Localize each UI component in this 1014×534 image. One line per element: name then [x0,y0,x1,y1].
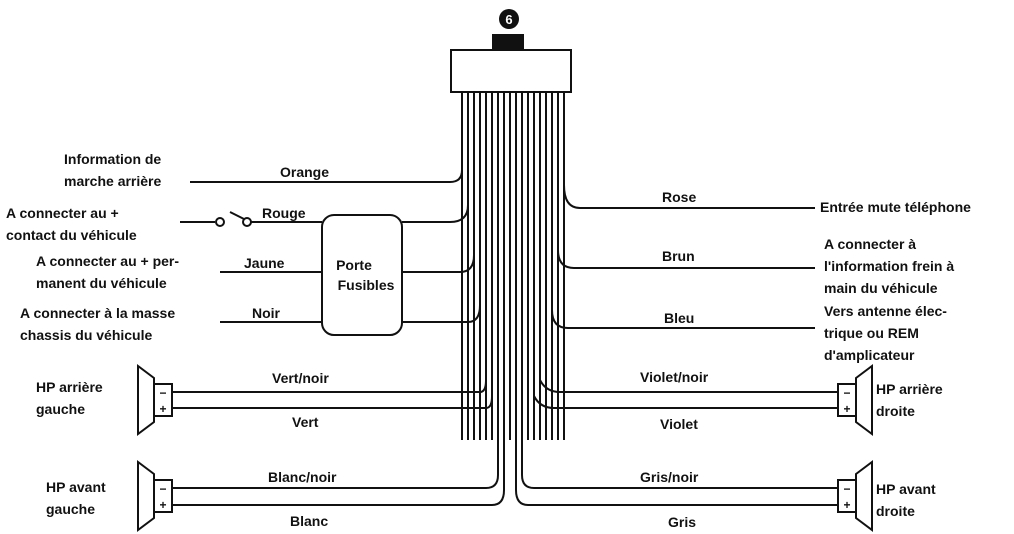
wire-label-green-black: Vert/noir [272,370,329,386]
wire-label-green: Vert [292,414,319,430]
wire-label-brown: Brun [662,248,695,264]
antenna-label-2: trique ou REM [824,325,919,341]
wire-violet-black [539,379,838,393]
wire-grey-black [521,440,838,489]
rear-right-label-1: HP arrière [876,381,943,397]
reverse-label-2: marche arrière [64,173,162,189]
terminal-plus: + [843,498,850,512]
speaker-rear-right-icon: − + [837,364,873,436]
wire-label-blue: Bleu [664,310,694,326]
wire-grey [515,440,838,506]
terminal-minus: − [843,386,850,400]
acc-label-1: A connecter au + [6,205,119,221]
fuse-box-label-1: Porte [336,257,372,273]
fuse-to-harness-red [402,204,469,223]
switch-contact-b [242,217,252,227]
front-right-label-2: droite [876,503,915,519]
wire-label-grey: Gris [668,514,696,530]
wire-pink [563,184,815,209]
terminal-minus: − [843,482,850,496]
battery-label-1: A connecter au + per- [36,253,179,269]
speaker-front-left-icon: − + [137,460,173,532]
wire-label-white: Blanc [290,513,328,529]
ground-label-1: A connecter à la masse [20,305,175,321]
fuse-box-label-2: Fusibles [338,277,395,293]
rear-left-label-1: HP arrière [36,379,103,395]
wire-green [172,395,493,409]
wire-label-pink: Rose [662,189,696,205]
wire-label-violet-black: Violet/noir [640,369,709,385]
battery-label-2: manent du véhicule [36,275,167,291]
wire-label-yellow: Jaune [244,255,285,271]
fuse-to-harness-yellow [402,254,475,273]
speaker-rear-left-icon: − + [137,364,173,436]
wire-label-black: Noir [252,305,281,321]
terminal-minus: − [159,482,166,496]
wire-label-white-black: Blanc/noir [268,469,337,485]
fuse-box [321,214,403,336]
wire-label-red: Rouge [262,205,306,221]
mute-label: Entrée mute téléphone [820,199,971,215]
harness-bundle [461,92,565,440]
terminal-plus: + [843,402,850,416]
switch-contact-a [215,217,225,227]
antenna-label-1: Vers antenne élec- [824,303,947,319]
fuse-to-harness-black [402,304,481,323]
connector-tab [492,34,524,50]
connector-number-badge [499,9,519,29]
reverse-label-1: Information de [64,151,161,167]
terminal-plus: + [159,402,166,416]
rear-left-label-2: gauche [36,401,85,417]
brake-label-3: main du véhicule [824,280,938,296]
connector: 6 [450,9,572,93]
wire-violet [533,395,838,409]
wire-blue [551,309,815,329]
wire-label-orange: Orange [280,164,329,180]
wire-label-violet: Violet [660,416,698,432]
ground-label-2: chassis du véhicule [20,327,152,343]
brake-label-2: l'information frein à [824,258,954,274]
terminal-minus: − [159,386,166,400]
wire-green-black [172,379,487,393]
connector-body [450,49,572,93]
wire-orange [190,150,463,183]
front-left-label-1: HP avant [46,479,106,495]
wire-white [172,440,505,506]
acc-label-2: contact du véhicule [6,227,137,243]
terminal-plus: + [159,498,166,512]
wire-white-black [172,440,499,489]
brake-label-1: A connecter à [824,236,916,252]
rear-right-label-2: droite [876,403,915,419]
front-left-label-2: gauche [46,501,95,517]
speaker-front-right-icon: − + [837,460,873,532]
front-right-label-1: HP avant [876,481,936,497]
antenna-label-3: d'amplicateur [824,347,915,363]
connector-number: 6 [505,12,512,27]
wire-brown [557,249,815,269]
wire-label-grey-black: Gris/noir [640,469,699,485]
